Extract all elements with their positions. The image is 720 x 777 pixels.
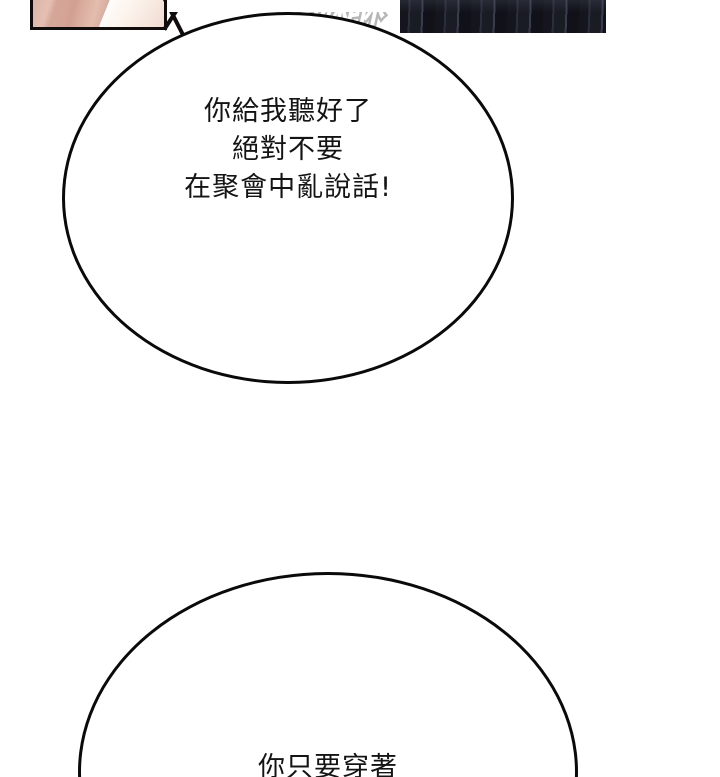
cloth-highlight: [98, 0, 164, 27]
skin-shading: [43, 0, 85, 27]
hair-gloss: [400, 0, 606, 12]
hair-streaks: [400, 0, 606, 33]
art-strip: [0, 0, 720, 47]
dark-hair-panel: [400, 0, 606, 33]
speech-bubble-bottom-text: 你只要穿著 我買給你的衣服 乖乖坐在一旁: [258, 751, 398, 777]
speech-bubble-top-text: 你給我聽好了 絕對不要 在聚會中亂說話!: [184, 95, 392, 204]
skin-closeup-panel: [30, 0, 167, 30]
speech-bubble-bottom: 你只要穿著 我買給你的衣服 乖乖坐在一旁: [78, 572, 578, 777]
speech-bubble-top: 你給我聽好了 絕對不要 在聚會中亂說話!: [62, 12, 514, 384]
